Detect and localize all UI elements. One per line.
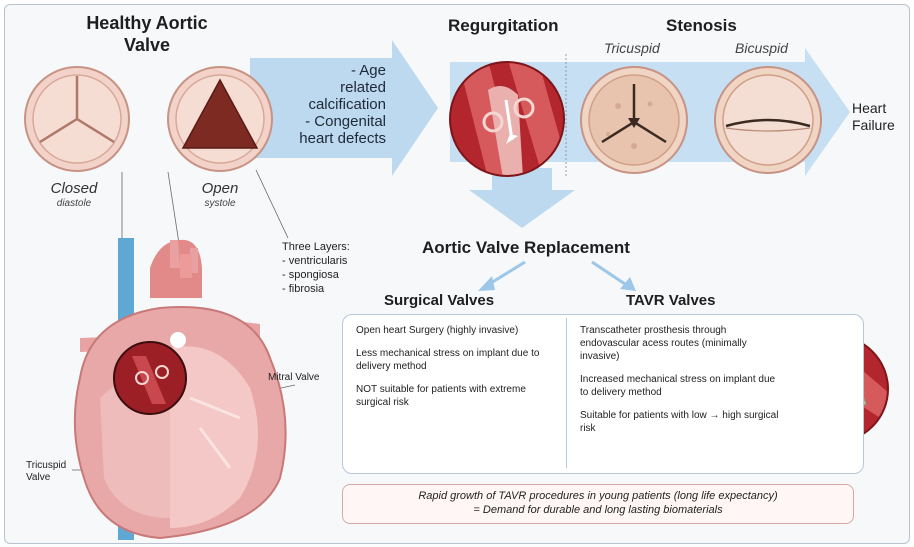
regurgitation-title: Regurgitation [448,16,559,36]
regurgitation-illustration [448,60,566,178]
three-layers-list: Three Layers: - ventricularis - spongios… [282,240,350,296]
causes-text: - Age related calcification - Congenital… [278,62,386,147]
surgical-valves-title: Surgical Valves [384,292,494,309]
tavr-valves-title: TAVR Valves [626,292,716,309]
surgical-points: Open heart Surgery (highly invasive) Les… [356,324,556,419]
tricuspid-valve-label: Tricuspid Valve [26,460,80,484]
tricuspid-label: Tricuspid [604,40,660,56]
bicuspid-stenosis-illustration [712,64,824,176]
heart-illustration [20,228,320,540]
tricuspid-stenosis-illustration [578,64,690,176]
open-valve-illustration [165,64,275,174]
closed-label: Closed [24,180,124,197]
open-label: Open [170,180,270,197]
stenosis-title: Stenosis [666,16,737,36]
panel-divider [566,318,567,468]
branch-right-arrow [592,262,628,286]
diastole-label: diastole [24,198,124,209]
tavr-points: Transcatheter prosthesis through endovas… [580,324,780,445]
heart-failure-label: Heart Failure [852,100,895,134]
systole-label: systole [170,198,270,209]
summary-banner: Rapid growth of TAVR procedures in young… [342,484,854,524]
healthy-valve-title: Healthy Aortic Valve [62,12,232,56]
bicuspid-label: Bicuspid [735,40,788,56]
mitral-valve-label: Mitral Valve [268,372,328,384]
replacement-title: Aortic Valve Replacement [422,238,630,258]
closed-valve-illustration [22,64,132,174]
